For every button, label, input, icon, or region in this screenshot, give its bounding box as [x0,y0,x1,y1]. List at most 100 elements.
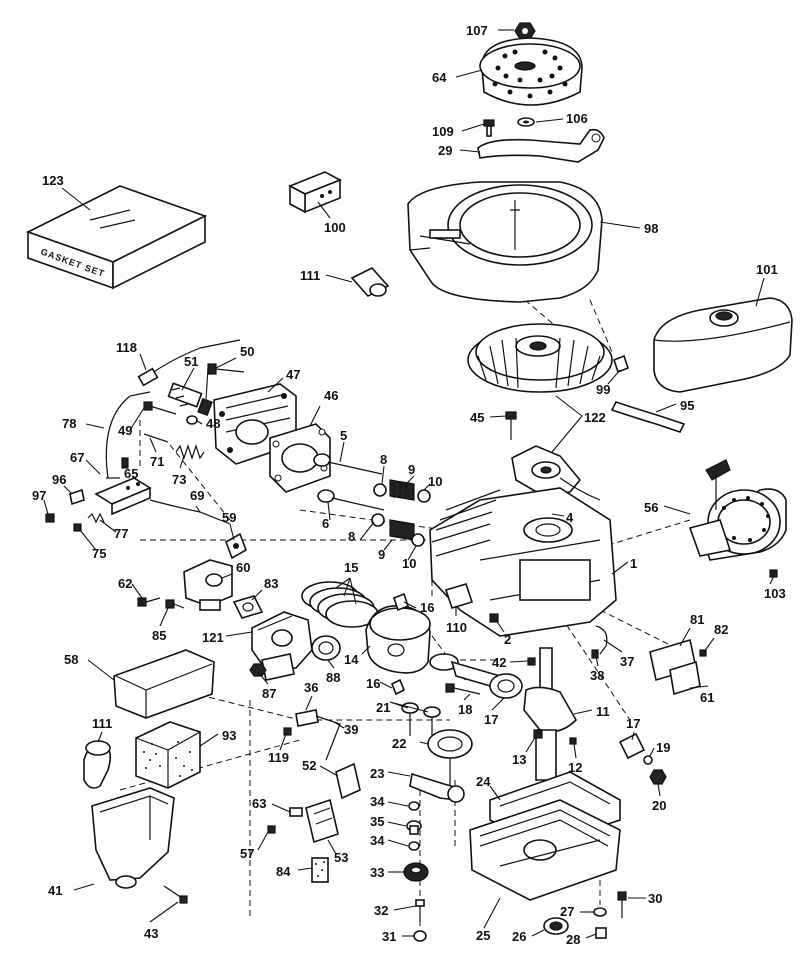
part-1-engine-block [429,487,617,637]
label-111-top: 111 [300,268,320,283]
label-53: 53 [334,850,348,865]
part-48-washer [186,415,198,425]
leader-lines [43,29,775,939]
label-62: 62 [118,576,132,591]
part-41-air-cleaner-base [91,787,175,889]
label-84: 84 [276,864,291,879]
label-38: 38 [590,668,604,683]
label-9-upper: 9 [408,462,415,477]
part-9-valve-spring-lower [389,519,415,541]
part-50-bolt [207,363,245,375]
label-101: 101 [756,262,778,277]
label-100: 100 [324,220,346,235]
part-39-governor-arm [315,715,341,761]
part-87-nut [249,663,267,677]
part-109-screw [483,119,495,137]
part-23-camshaft [409,772,465,803]
part-97-screw [45,513,55,523]
label-29: 29 [438,143,452,158]
part-31-nut [413,930,427,942]
label-122: 122 [584,410,606,425]
label-25: 25 [476,928,490,943]
label-51: 51 [184,354,198,369]
label-16-lower: 16 [366,676,380,691]
part-45-bolt [505,411,517,440]
label-103: 103 [764,586,786,601]
part-123-gasket-set-box: GASKET SET [25,185,208,290]
part-82-screw [699,649,707,657]
part-84-filter [311,857,329,883]
label-18: 18 [458,702,472,717]
part-67-control-bracket [94,477,152,516]
label-77: 77 [114,526,128,541]
label-71: 71 [150,454,164,469]
label-36: 36 [304,680,318,695]
label-12: 12 [568,760,582,775]
label-43: 43 [144,926,158,941]
part-110-gasket [444,583,474,609]
part-51-spark-plug [167,382,213,417]
part-85-screw [165,599,185,609]
label-96: 96 [52,472,66,487]
part-34-washer-upper [408,801,420,811]
part-19-washer [643,755,653,765]
part-119-screw [283,727,292,736]
part-59-intake-elbow [225,532,247,560]
label-81: 81 [690,612,704,627]
label-37: 37 [620,654,634,669]
label-111-lower: 111 [92,716,112,731]
part-64-filter-cover [479,37,583,106]
part-33-governor-gear [403,862,429,882]
label-19: 19 [656,740,670,755]
label-98: 98 [644,221,658,236]
part-57-screw [267,825,276,834]
label-123: 123 [42,173,64,188]
part-98-blower-housing [407,181,603,303]
part-8-valve-retainer-lower [371,513,385,527]
part-5-exhaust-valve [313,453,383,475]
label-6: 6 [322,516,329,531]
part-30-bolt [617,891,627,918]
part-61-nameplate [669,660,701,696]
part-78-link-rod [105,391,151,479]
label-39: 39 [344,722,358,737]
part-63-breather [289,807,303,817]
part-29-bracket [477,128,605,163]
label-59: 59 [222,510,236,525]
part-46-head-gasket [269,423,331,493]
label-33: 33 [370,865,384,880]
label-32: 32 [374,903,388,918]
part-107-nut [514,22,536,40]
part-10-valve-keeper-lower [411,533,425,547]
part-62-screw [137,597,161,607]
part-99-screw [613,354,629,374]
part-25-oil-sump [469,799,621,901]
part-96-clip [69,488,85,506]
part-42-bolt [527,657,536,666]
label-4: 4 [566,510,574,525]
label-17-cap: 17 [626,716,640,731]
label-82: 82 [714,622,728,637]
label-5: 5 [340,428,347,443]
label-95: 95 [680,398,694,413]
label-24: 24 [476,774,491,789]
label-34-upper: 34 [370,794,385,809]
part-12-key [569,737,577,745]
label-63: 63 [252,796,266,811]
label-23: 23 [370,766,384,781]
part-118-spark-plug-wire [137,339,241,387]
label-22: 22 [392,736,406,751]
part-88-gasket [311,635,341,661]
label-73: 73 [172,472,186,487]
part-13-key [533,729,543,739]
part-18-rod-bolt [445,683,481,695]
part-60-carb-body [183,559,233,611]
label-9-lower: 9 [378,547,385,562]
part-14-piston [365,605,431,674]
label-46: 46 [324,388,338,403]
label-118: 118 [116,340,137,355]
part-28-drain-plug [595,927,607,939]
part-65-screw [121,457,129,469]
part-22-cam-gear [427,729,473,786]
